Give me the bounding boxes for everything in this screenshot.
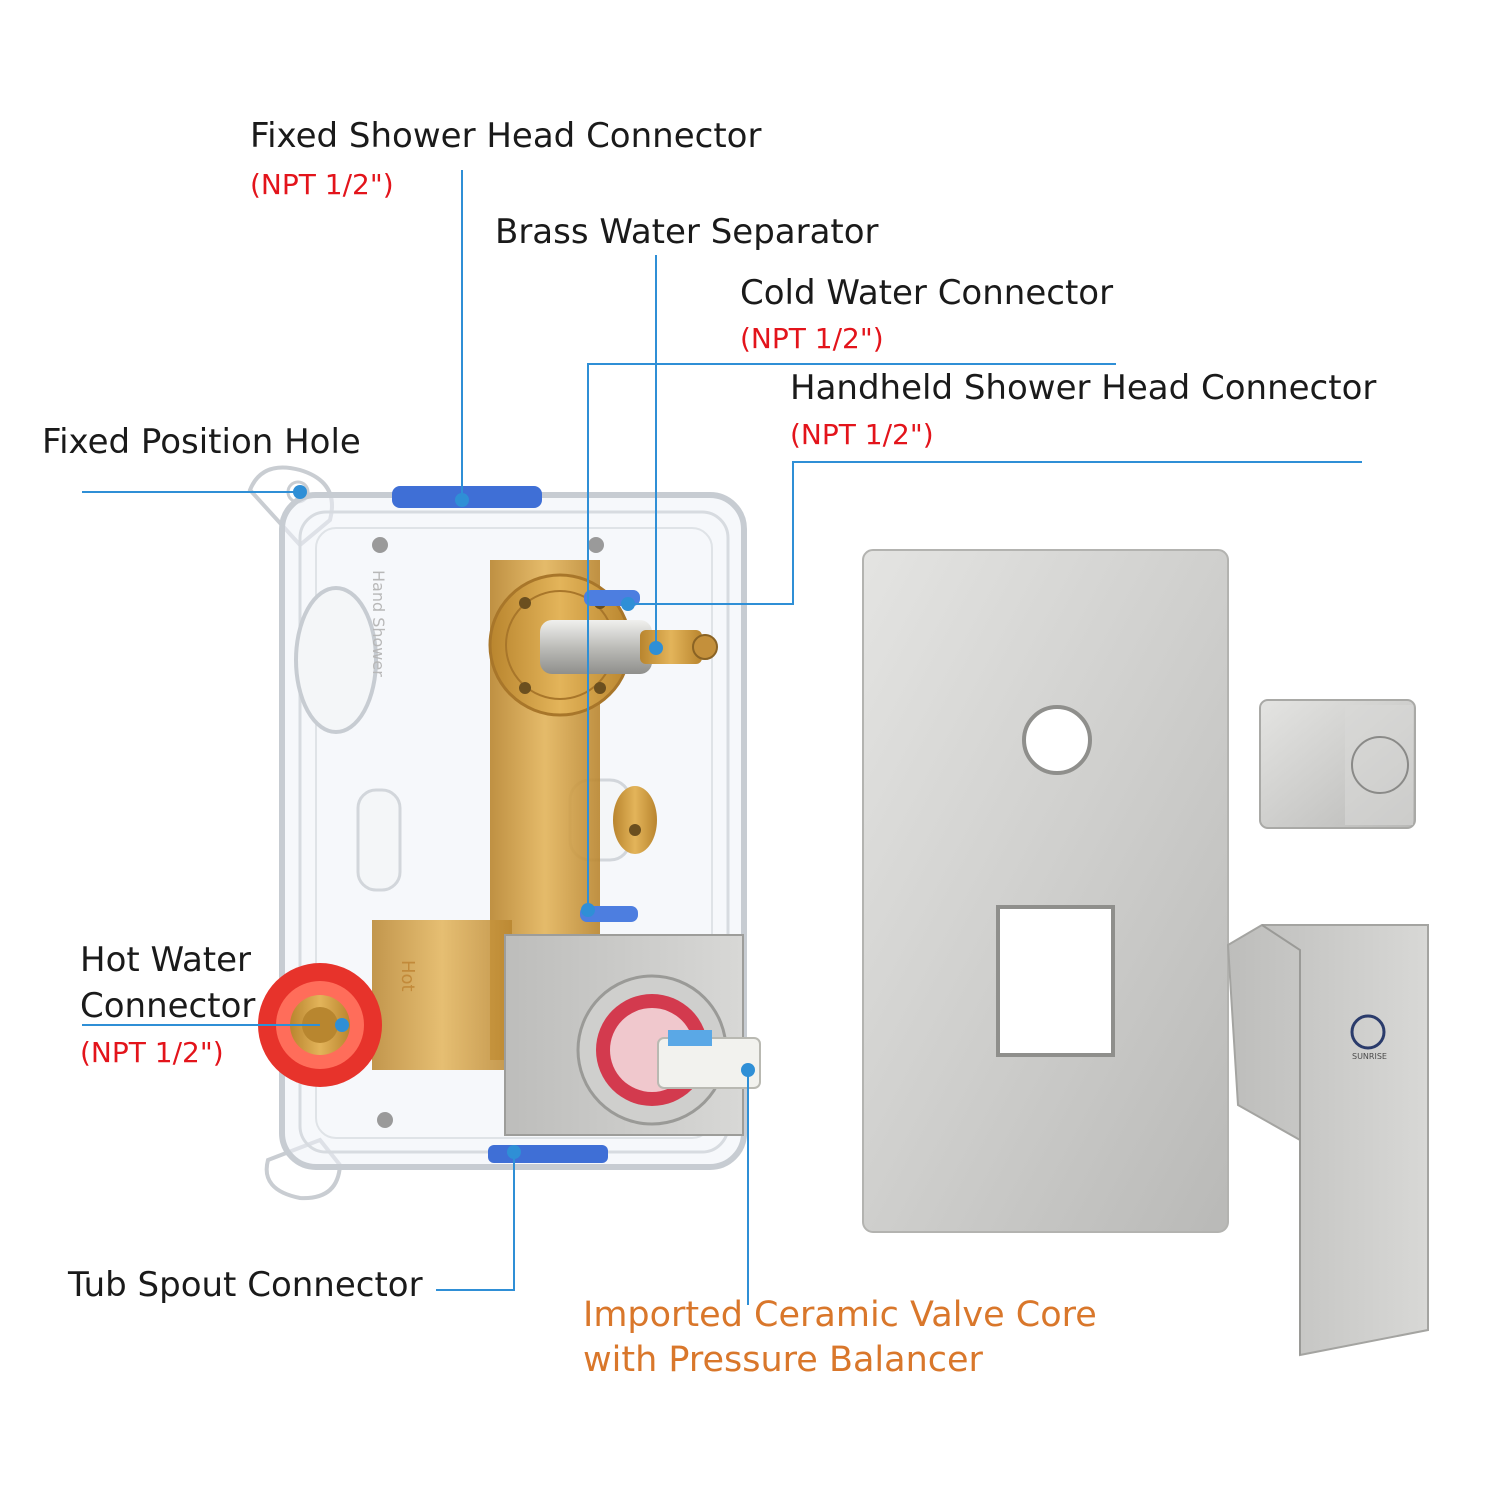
brand-logo bbox=[1350, 1014, 1386, 1050]
blue-gasket-bottom bbox=[488, 1145, 608, 1163]
embossed-hot: Hot bbox=[397, 960, 418, 992]
valve-box bbox=[247, 465, 761, 1201]
label-handheld-shower-head: Handheld Shower Head Connector bbox=[790, 368, 1377, 408]
diverter-hole bbox=[1022, 705, 1092, 775]
spec-fixed-shower-head: (NPT 1/2") bbox=[250, 168, 394, 201]
handle-opening bbox=[996, 905, 1115, 1057]
leader-lines bbox=[82, 170, 1362, 1305]
label-valve-core-line1: Imported Ceramic Valve Core bbox=[583, 1295, 1097, 1335]
leader-cold-water bbox=[587, 363, 1116, 910]
leader-tub-spout bbox=[436, 1152, 515, 1291]
leader-handheld bbox=[628, 461, 1362, 605]
handle-brand-text: SUNRISE bbox=[1352, 1052, 1387, 1061]
trim-plate bbox=[862, 549, 1229, 1233]
mounting-ear-bottom bbox=[264, 1137, 343, 1201]
embossed-hand-shower: Hand Shower bbox=[369, 570, 388, 677]
label-fixed-position-hole: Fixed Position Hole bbox=[42, 422, 361, 462]
label-fixed-shower-head: Fixed Shower Head Connector bbox=[250, 116, 762, 156]
label-valve-core-line2: with Pressure Balancer bbox=[583, 1340, 983, 1380]
leader-dots bbox=[293, 485, 755, 1159]
diverter-knob bbox=[1259, 699, 1416, 829]
label-brass-separator: Brass Water Separator bbox=[495, 212, 879, 252]
label-cold-water: Cold Water Connector bbox=[740, 273, 1114, 313]
label-tub-spout: Tub Spout Connector bbox=[68, 1265, 423, 1305]
spec-cold-water: (NPT 1/2") bbox=[740, 322, 884, 355]
diverter-stem bbox=[540, 620, 652, 674]
spec-handheld-shower-head: (NPT 1/2") bbox=[790, 418, 934, 451]
label-hot-water-line2: Connector bbox=[80, 986, 256, 1026]
lever-handle bbox=[1226, 924, 1429, 1357]
label-hot-water-line1: Hot Water bbox=[80, 940, 252, 980]
spec-hot-water: (NPT 1/2") bbox=[80, 1036, 224, 1069]
